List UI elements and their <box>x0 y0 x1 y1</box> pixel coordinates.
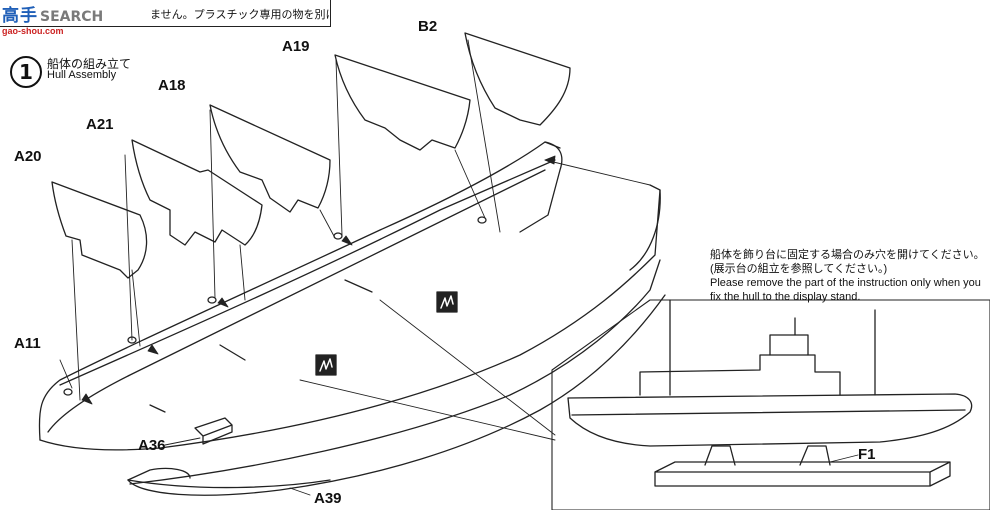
display-stand-note: 船体を飾り台に固定する場合のみ穴を開けてください。 (展示台の組立を参照してくだ… <box>710 248 990 304</box>
logo-en: SEARCH <box>40 9 104 25</box>
hull-bilge-line <box>129 259 661 485</box>
hull-stern-outline <box>127 467 191 481</box>
bulkhead-a21 <box>131 139 263 246</box>
label-b2: B2 <box>418 18 438 35</box>
stand-note-en-2: fix the hull to the display stand. <box>710 291 861 303</box>
bulkhead-a19 <box>334 54 471 151</box>
ship-superstructure <box>639 354 841 396</box>
logo-cn: 高手 <box>2 6 38 26</box>
hull-bottom-line <box>127 294 666 496</box>
arrow-head <box>81 393 93 405</box>
label-a36: A36 <box>138 437 166 454</box>
arrow-head <box>544 155 556 165</box>
leader-f1 <box>829 454 859 463</box>
ship-bridge <box>769 334 809 356</box>
arrow-head <box>217 297 229 308</box>
leader-a20 <box>71 239 81 401</box>
arrow-head <box>341 235 353 246</box>
leader-hole-2 <box>299 379 556 441</box>
stand-note-jp-2: (展示台の組立を参照してください。) <box>710 263 888 275</box>
leader-a18 <box>209 109 216 299</box>
bulkhead-a18 <box>209 104 331 213</box>
label-f1: F1 <box>858 446 876 463</box>
step-title-jp: 船体の組み立て <box>47 57 132 71</box>
label-a21: A21 <box>86 116 114 133</box>
bulkhead-b2 <box>464 32 571 126</box>
hull-half <box>38 141 666 496</box>
part-a36 <box>194 417 233 445</box>
ship-waterline <box>571 409 966 416</box>
stand-note-jp-1: 船体を飾り台に固定する場合のみ穴を開けてください。 <box>710 249 985 261</box>
label-a39: A39 <box>314 490 342 507</box>
hull-slot <box>219 344 246 361</box>
hull-bow-outline <box>519 141 563 233</box>
bulkhead-a20 <box>51 181 148 279</box>
hull-deck-line <box>59 159 556 386</box>
leader-a18-b <box>319 209 336 239</box>
site-url: gao-shou.com <box>2 26 64 36</box>
leader-a21 <box>124 154 133 341</box>
stand-note-en-1: Please remove the part of the instructio… <box>710 277 981 289</box>
hull-slot <box>149 404 166 413</box>
hull-inner-edge <box>47 169 546 433</box>
leader-a39 <box>289 487 311 496</box>
leader-lines <box>59 39 651 496</box>
arrow-head <box>147 344 159 355</box>
hull-peg <box>477 216 487 224</box>
hull-keel-line <box>39 189 661 451</box>
part-a39 <box>127 479 331 489</box>
hull-peg <box>63 388 73 396</box>
hull-slot <box>344 279 373 293</box>
stand-support-right <box>799 445 831 466</box>
leader-a21-b <box>239 244 246 301</box>
stand-base <box>654 461 951 487</box>
label-a19: A19 <box>282 38 310 55</box>
leader-a11 <box>59 359 73 389</box>
label-a20: A20 <box>14 148 42 165</box>
leader-a19-b <box>454 149 486 219</box>
leader-bow <box>544 159 651 186</box>
stand-support-left <box>704 445 736 466</box>
drill-hole-icon <box>315 354 337 376</box>
leader-a20-b <box>131 269 141 347</box>
leader-b2 <box>467 39 501 233</box>
step-title-en: Hull Assembly <box>47 69 117 81</box>
label-a18: A18 <box>158 77 186 94</box>
hull-bow-rim <box>629 184 661 271</box>
inset-frame <box>551 299 990 510</box>
display-stand-inset <box>551 299 990 510</box>
hull-peg <box>207 296 217 304</box>
step-number: 1 <box>10 56 42 88</box>
leader-hole-1 <box>379 299 556 436</box>
label-a11: A11 <box>14 335 41 352</box>
leader-a19 <box>335 59 343 236</box>
leader-a36 <box>164 437 201 446</box>
cement-note: ません。プラスチック専用の物を別にお求め下さい。 <box>150 9 330 21</box>
hull-outer-edge <box>38 141 561 441</box>
cement-glue-icon <box>436 291 458 313</box>
ship-hull-side <box>567 393 973 447</box>
